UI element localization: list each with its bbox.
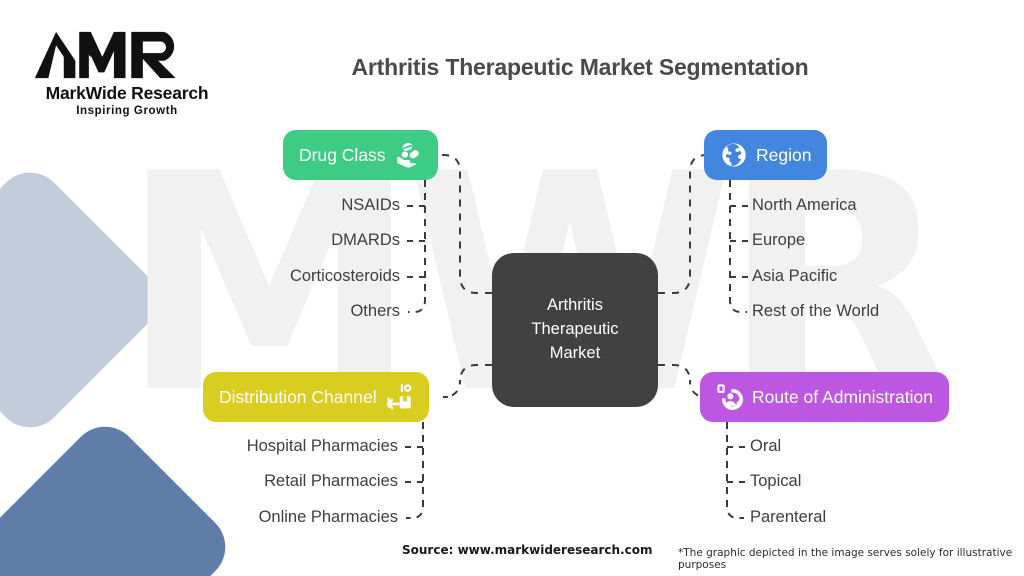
connector-center-route bbox=[658, 364, 708, 398]
branch-label-distribution-channel: Distribution Channel bbox=[219, 386, 377, 407]
page-title: Arthritis Therapeutic Market Segmentatio… bbox=[351, 54, 809, 80]
branch-label-route-of-administration: Route of Administration bbox=[752, 386, 933, 407]
leaf-route-2: Parenteral bbox=[750, 508, 827, 526]
delivery-box-icon bbox=[386, 384, 411, 410]
center-node: Arthritis Therapeutic Market bbox=[492, 253, 658, 407]
center-node-label: Arthritis Therapeutic Market bbox=[531, 294, 618, 366]
connector-center-drug-class bbox=[433, 154, 492, 294]
leaf-route-0: Oral bbox=[750, 437, 782, 455]
spine-distribution bbox=[406, 422, 424, 519]
mwr-logo-icon bbox=[34, 31, 176, 79]
center-line-1: Arthritis bbox=[547, 296, 603, 315]
leaf-distribution-1: Retail Pharmacies bbox=[264, 472, 398, 490]
leaf-region-1: Europe bbox=[752, 231, 806, 249]
leaf-region-3: Rest of the World bbox=[752, 302, 880, 320]
leaf-region-0: North America bbox=[752, 196, 857, 214]
brand-tagline: Inspiring Growth bbox=[76, 105, 178, 117]
leaf-region-2: Asia Pacific bbox=[752, 267, 838, 285]
spine-drug-class bbox=[408, 180, 426, 313]
leaf-distribution-0: Hospital Pharmacies bbox=[246, 437, 398, 455]
leaf-drug-class-2: Corticosteroids bbox=[289, 267, 400, 285]
brand-name: MarkWide Research bbox=[45, 83, 209, 103]
branch-pill-route-of-administration[interactable]: Route of Administration bbox=[700, 372, 949, 422]
pills-in-hand-icon bbox=[396, 142, 419, 168]
branch-pill-drug-class[interactable]: Drug Class bbox=[283, 130, 438, 180]
leaf-distribution-2: Online Pharmacies bbox=[258, 508, 398, 526]
source-note: Source: www.markwideresearch.com bbox=[402, 543, 653, 557]
brand-logo: MarkWide Research Inspiring Growth bbox=[22, 28, 232, 117]
branch-pill-region[interactable]: Region bbox=[704, 130, 828, 180]
spine-region bbox=[729, 180, 747, 313]
leaf-drug-class-1: DMARDs bbox=[331, 231, 400, 249]
branch-label-drug-class: Drug Class bbox=[299, 144, 386, 165]
disclaimer-note: *The graphic depicted in the image serve… bbox=[678, 547, 1013, 571]
leaf-route-1: Topical bbox=[750, 472, 802, 490]
patient-syringe-icon bbox=[717, 384, 744, 411]
branch-pill-distribution-channel[interactable]: Distribution Channel bbox=[203, 372, 429, 422]
leaf-drug-class-3: Others bbox=[350, 302, 400, 320]
spine-route bbox=[726, 422, 744, 519]
center-line-3: Market bbox=[549, 343, 601, 362]
branch-label-region: Region bbox=[756, 144, 812, 165]
globe-icon bbox=[722, 143, 746, 167]
leaf-drug-class-0: NSAIDs bbox=[341, 196, 400, 214]
connector-center-distribution bbox=[442, 364, 492, 398]
center-line-2: Therapeutic bbox=[531, 320, 619, 339]
